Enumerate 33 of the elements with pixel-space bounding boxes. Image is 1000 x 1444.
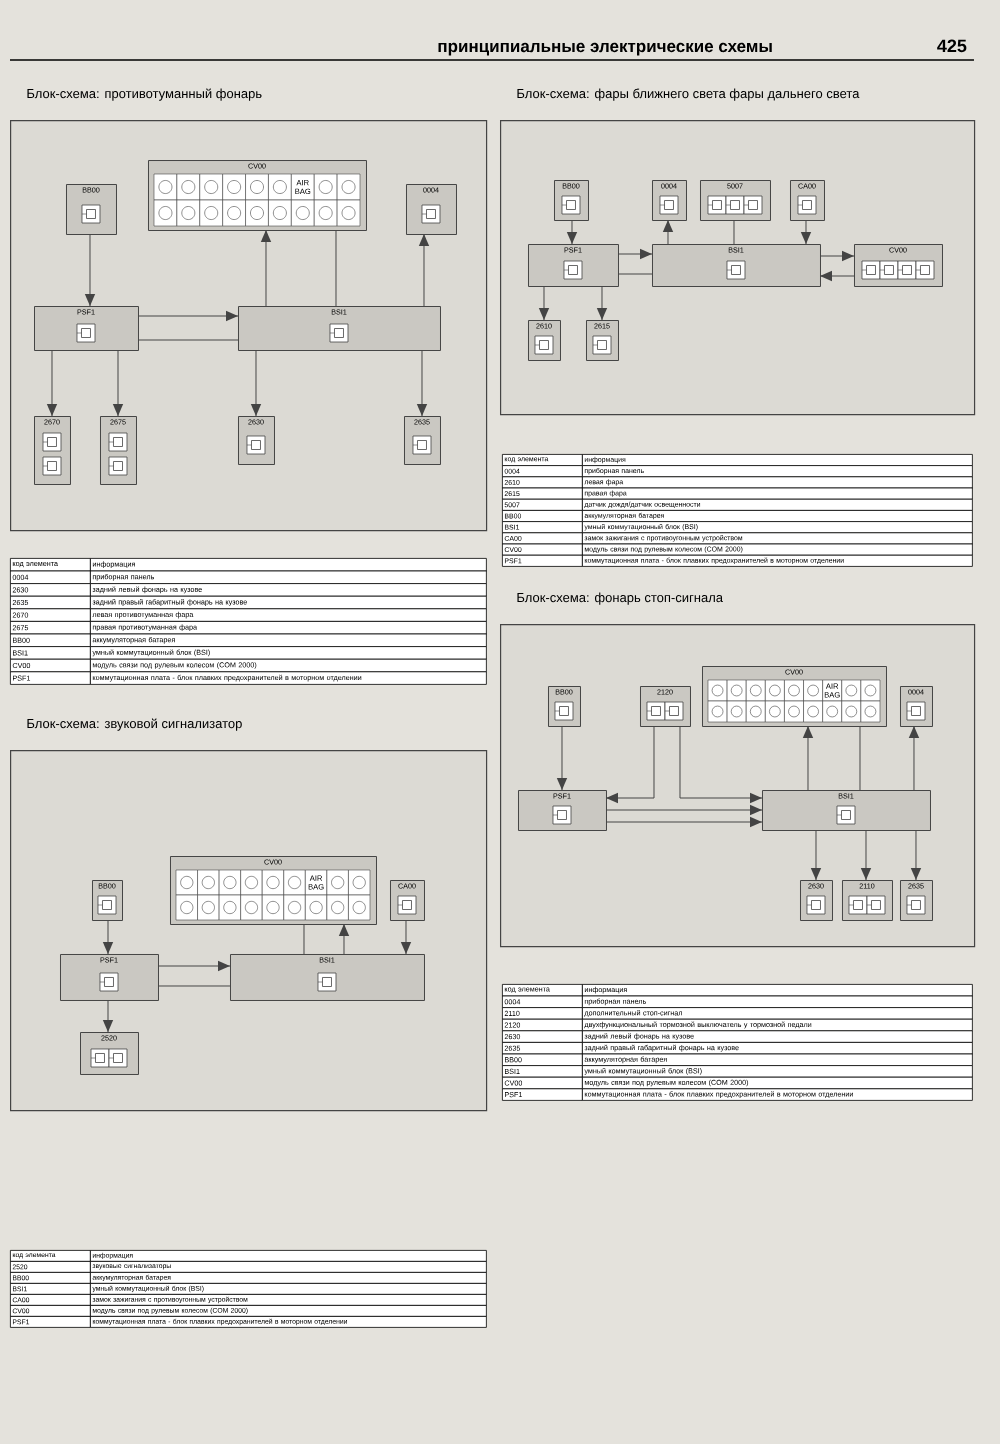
page-header: принципиальные электрические схемы [438,42,772,56]
connector-arrow [418,234,430,307]
connector-arrow [662,220,674,245]
connector-arrow [618,248,653,260]
connector-arrow [820,270,855,282]
connector-arrow [679,726,763,804]
connector-arrow [260,230,272,307]
connector-arrow [800,220,812,245]
connector-arrow [606,804,763,816]
connector-arrow [810,830,822,881]
connector-arrow [820,250,855,262]
connector-arrow [400,920,412,955]
page-number: 425 [937,39,967,53]
connector-arrow [908,726,920,791]
connector-arrow [416,350,428,417]
connector-arrow [606,816,763,828]
connector-arrow [138,310,239,322]
connector-arrow [910,830,922,881]
connector-arrow [46,350,58,417]
connector-arrow [338,924,350,955]
connector-arrow [84,234,96,307]
connector-arrow [250,350,262,417]
connector-arrow [860,830,872,881]
connector-arrow [102,1000,114,1033]
connector-arrow [606,726,655,804]
connector-arrow [158,960,231,972]
connector-arrow [102,920,114,955]
connector-arrow [538,286,550,321]
connector-arrow [566,220,578,245]
connector-arrow [596,286,608,321]
connector-arrow [556,726,568,791]
connector-arrow [112,350,124,417]
connector-arrow [802,726,814,791]
